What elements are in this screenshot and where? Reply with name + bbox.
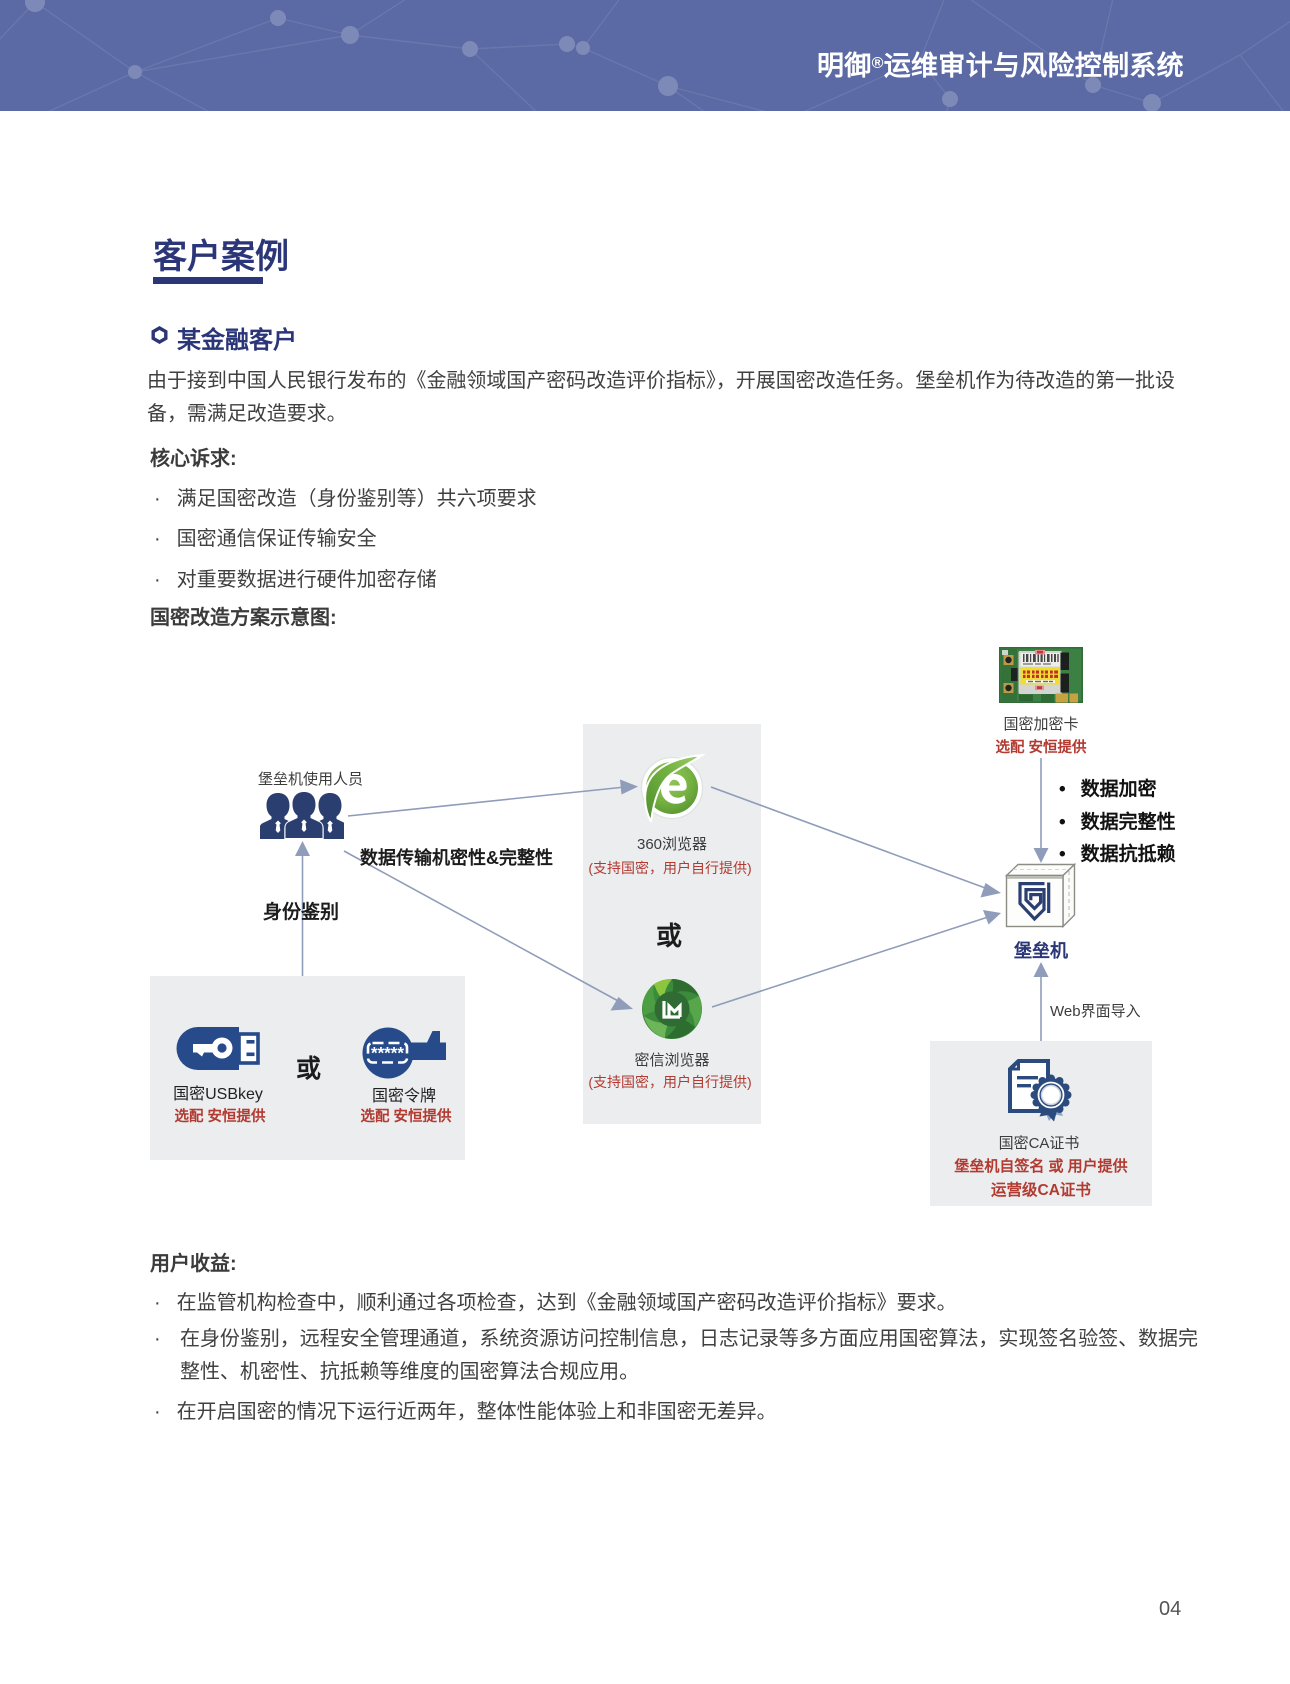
svg-text:*****: ***** (371, 1044, 404, 1063)
